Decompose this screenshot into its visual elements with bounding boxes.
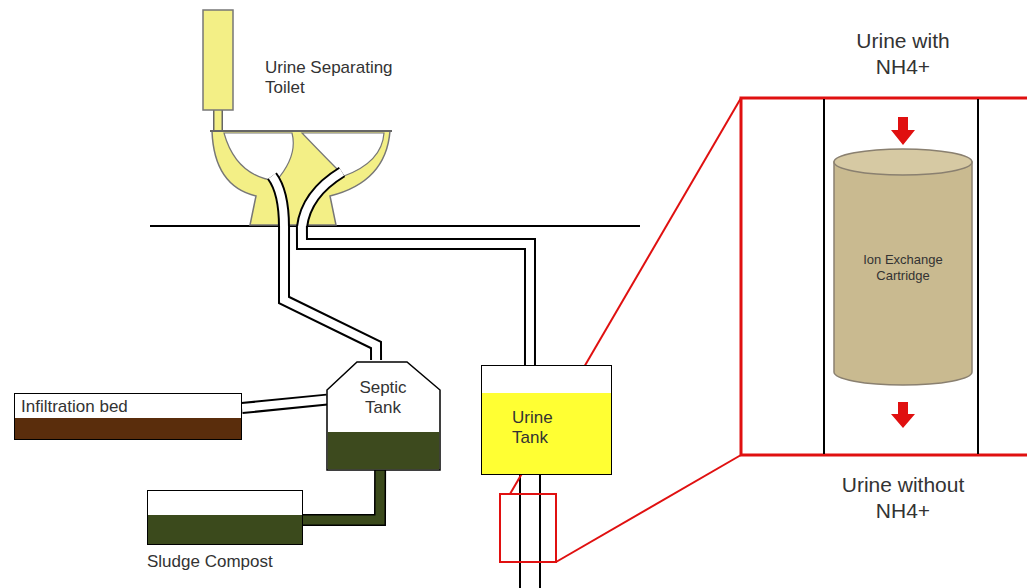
infiltration-bed: Infiltration bed [14, 393, 242, 440]
flow-label: Urine without NH4+ [833, 472, 973, 525]
bowl-front [224, 133, 293, 181]
node-label: Septic Tank [348, 378, 418, 419]
bowl-urine-section [302, 133, 384, 176]
pipe-wall [302, 226, 530, 365]
pipe-connector [303, 470, 380, 520]
flow-arrow [891, 402, 915, 428]
compost-bed [147, 490, 303, 545]
node-label: Ion Exchange Cartridge [858, 252, 948, 283]
urine-channel [302, 172, 342, 227]
pipe-bore [303, 470, 380, 520]
ion-exchange-cartridge: Ion Exchange Cartridge [833, 148, 973, 386]
node-label: Infiltration bed [21, 397, 221, 417]
floor-line [150, 225, 640, 227]
toilet-unit: Urine Separating Toilet [200, 8, 445, 226]
tank-outline [327, 362, 440, 470]
pipe-wall [823, 99, 825, 454]
bowl-rim [210, 130, 392, 132]
cistern [203, 10, 233, 110]
pipe-wall [242, 400, 327, 408]
pipe-bore [302, 226, 530, 365]
zoom-panel [741, 98, 1027, 455]
feces-channel [272, 176, 284, 227]
pipe-bore [242, 400, 327, 408]
feces-channel-outline [272, 176, 284, 227]
cartridge-top [834, 149, 972, 175]
urine-tank: Urine Tank [481, 365, 612, 475]
outlet-pipe-wall [539, 475, 541, 588]
flow-label: Urine with NH4+ [833, 28, 973, 81]
pipe-connector [302, 226, 530, 365]
outlet-pipe-wall [519, 475, 521, 588]
pipe-wall [977, 99, 979, 454]
zoom-marker [500, 494, 556, 562]
pipe-connector [242, 400, 327, 408]
cartridge-body [834, 162, 972, 385]
node-label: Urine Tank [512, 408, 582, 449]
node-label: Sludge Compost [147, 552, 300, 572]
flow-arrow [891, 117, 915, 145]
sludge-compost: Sludge Compost [147, 490, 303, 582]
zoom-line [510, 98, 741, 494]
pipe-wall [303, 470, 380, 520]
sludge-layer [328, 432, 440, 469]
septic-tank: Septic Tank [327, 360, 440, 470]
node-label: Urine Separating Toilet [265, 58, 415, 99]
urine-channel-outline [302, 172, 342, 227]
